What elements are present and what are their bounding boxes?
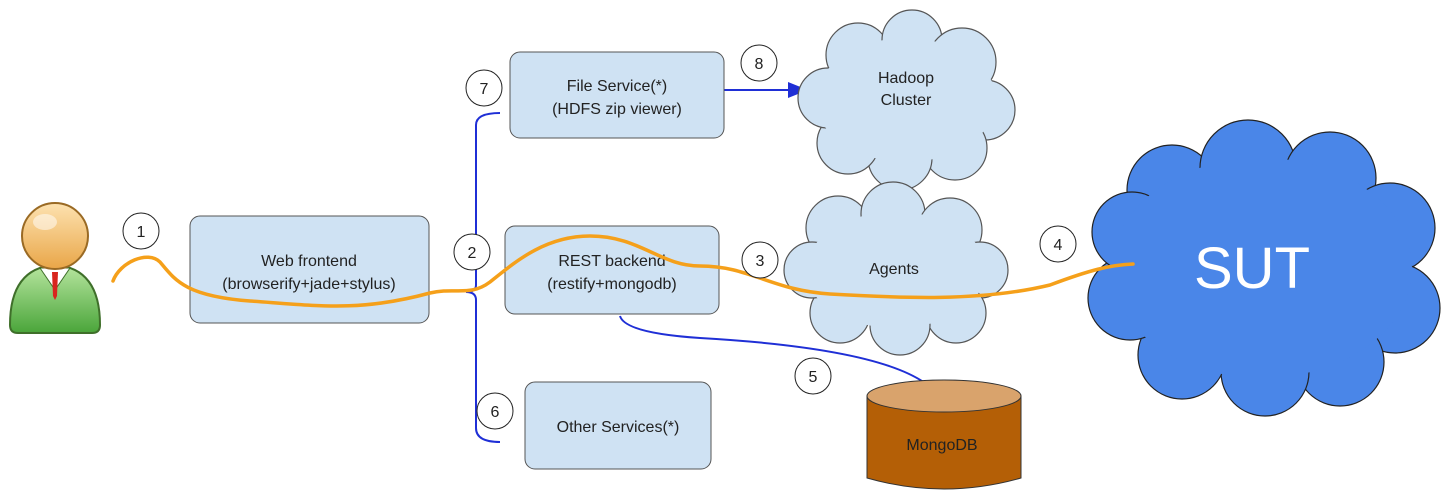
step-7-marker: 7 (465, 69, 503, 107)
hadoop-title: Hadoop (878, 70, 934, 87)
file-service-box[interactable]: File Service(*) (HDFS zip viewer) (509, 51, 725, 139)
step-6-marker: 6 (476, 392, 514, 430)
step-6-label: 6 (491, 404, 500, 421)
step-2-marker: 2 (453, 233, 491, 271)
step-3-marker: 3 (741, 241, 779, 279)
step-8-marker: 8 (740, 44, 778, 82)
step-markers: 1 2 3 4 5 6 7 8 (122, 44, 1077, 430)
other-services-box[interactable]: Other Services(*) (524, 381, 712, 470)
mongodb-label: MongoDB (906, 437, 977, 454)
mongodb-database[interactable]: MongoDB (866, 379, 1022, 490)
hadoop-cloud[interactable]: Hadoop Cluster (797, 9, 1016, 191)
sut-label: SUT (1194, 236, 1310, 301)
web-frontend-subtitle: (browserify+jade+stylus) (222, 276, 395, 293)
hadoop-subtitle: Cluster (881, 92, 932, 109)
rest-backend-box[interactable]: REST backend (restify+mongodb) (504, 225, 720, 315)
step-4-label: 4 (1054, 237, 1063, 254)
step-7-label: 7 (480, 81, 489, 98)
step-5-label: 5 (809, 369, 818, 386)
file-service-subtitle: (HDFS zip viewer) (552, 101, 682, 118)
agents-cloud[interactable]: Agents (783, 181, 1009, 356)
web-frontend-box[interactable]: Web frontend (browserify+jade+stylus) (189, 215, 430, 324)
other-services-title: Other Services(*) (557, 419, 680, 436)
step-8-label: 8 (755, 56, 764, 73)
step-1-label: 1 (137, 224, 146, 241)
rest-backend-title: REST backend (558, 253, 665, 270)
request-flow-line (111, 234, 1135, 308)
step-1-marker: 1 (122, 212, 160, 250)
user-icon (8, 202, 102, 334)
step-3-label: 3 (756, 253, 765, 270)
sut-cloud[interactable]: SUT (1087, 119, 1441, 417)
step-4-marker: 4 (1039, 225, 1077, 263)
step-5-marker: 5 (794, 357, 832, 395)
file-service-title: File Service(*) (567, 78, 667, 95)
step-2-label: 2 (468, 245, 477, 262)
rest-backend-subtitle: (restify+mongodb) (547, 276, 676, 293)
web-frontend-title: Web frontend (261, 253, 357, 270)
agents-label: Agents (869, 261, 919, 278)
